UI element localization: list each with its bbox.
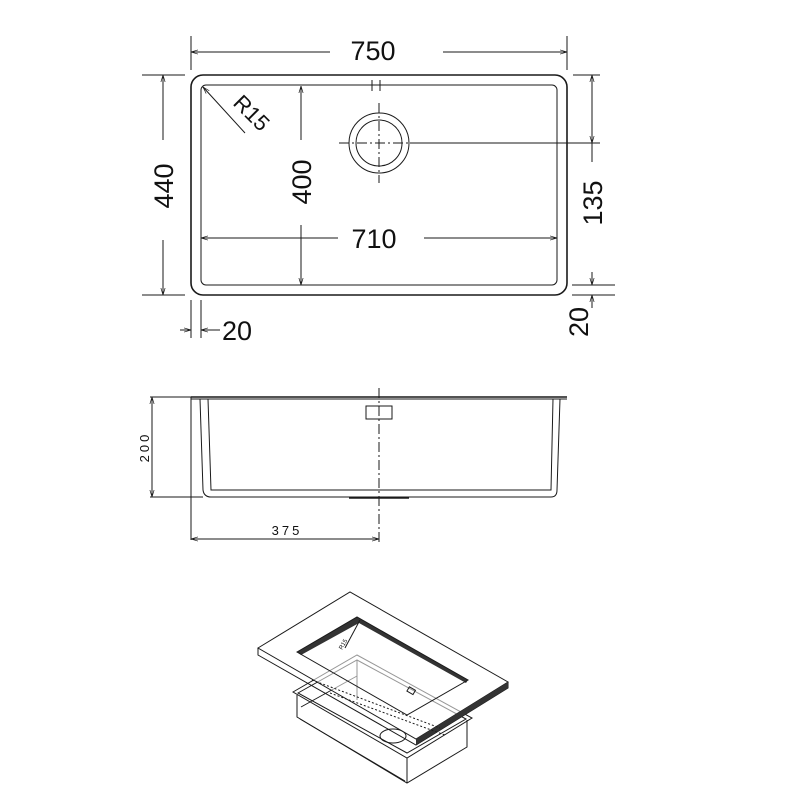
drain <box>339 103 410 183</box>
isometric-view: R15 <box>257 591 509 784</box>
dimension-label: 710 <box>351 224 396 254</box>
dimension-rim-left: 20 <box>180 300 252 346</box>
plan-view: 750 440 400 710 R15 <box>142 36 615 346</box>
bowl-inner <box>207 398 554 491</box>
dimension-label: 20 <box>222 316 252 346</box>
dimension-inner-width: 710 <box>201 224 557 254</box>
dimension-label: 200 <box>137 432 152 463</box>
side-view: 200 375 <box>137 388 567 542</box>
dimension-drain-offset: 135 <box>410 74 608 226</box>
dimension-label: 135 <box>578 180 608 225</box>
dimension-overall-width: 750 <box>190 36 568 70</box>
dimension-label: 750 <box>350 36 395 66</box>
dimension-overall-depth: 440 <box>142 74 185 296</box>
dimension-rim-bottom: 20 <box>564 272 615 337</box>
dimension-label: 400 <box>287 159 317 204</box>
dimension-inner-depth: 400 <box>287 86 317 285</box>
dimension-label: R15 <box>228 90 274 136</box>
dimension-corner-radius: R15 <box>203 87 275 136</box>
bowl-outer <box>199 398 561 498</box>
sink-outer-outline <box>190 74 568 296</box>
dimension-label: 20 <box>564 307 594 337</box>
dimension-label: 440 <box>149 163 179 208</box>
overflow-mark <box>366 80 393 91</box>
dimension-drain-center: 375 <box>191 523 379 539</box>
dimension-depth: 200 <box>137 396 203 498</box>
dimension-label: R15 <box>339 638 350 651</box>
dimension-label: 375 <box>272 523 303 538</box>
countertop-iso: R15 <box>257 591 509 746</box>
